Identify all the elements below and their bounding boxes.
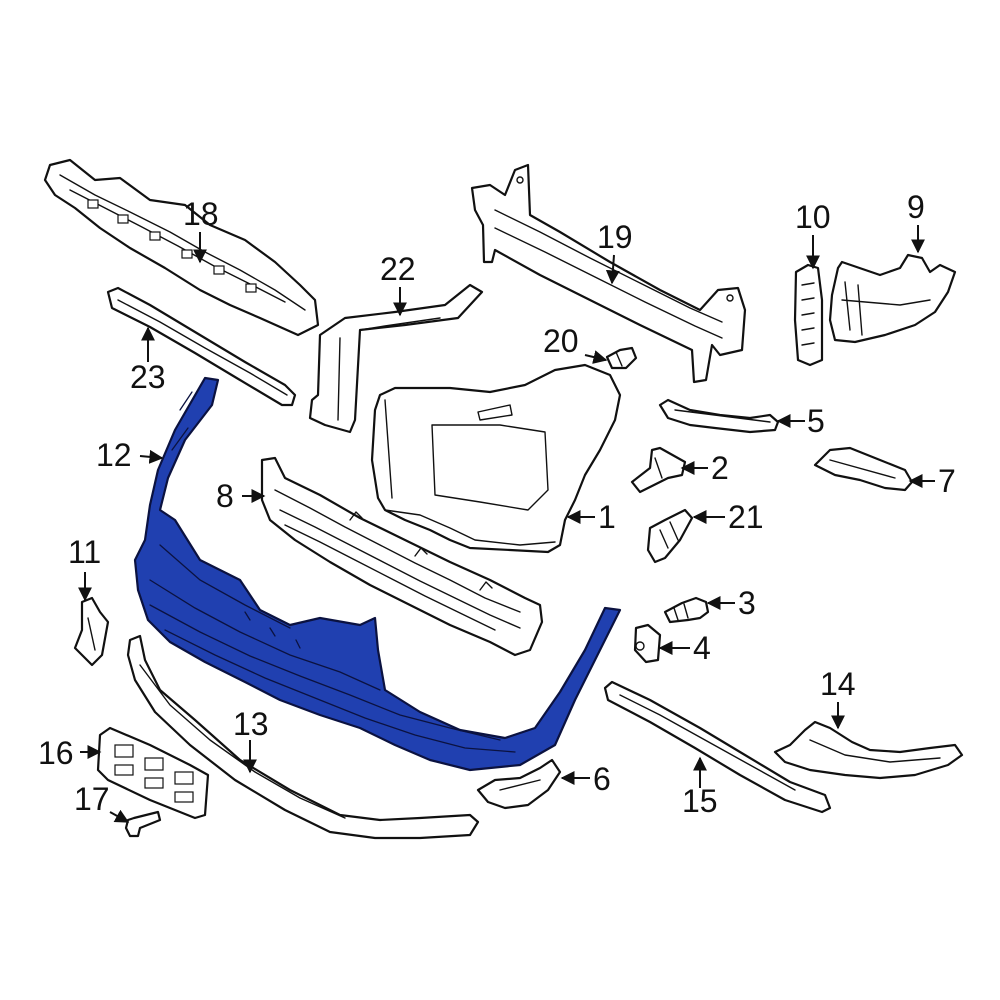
callout-6: 6	[593, 761, 611, 797]
callout-1: 1	[598, 499, 616, 535]
part-21-bracket[interactable]	[646, 508, 694, 564]
part-13-trim-strip[interactable]	[126, 634, 480, 840]
callout-4: 4	[693, 630, 711, 666]
callout-11: 11	[68, 534, 101, 570]
callout-21: 21	[728, 499, 764, 535]
part-8-grille[interactable]	[260, 456, 544, 657]
callout-8: 8	[216, 478, 234, 514]
part-2-bracket[interactable]	[630, 446, 687, 494]
callout-10: 10	[795, 199, 831, 235]
callout-2: 2	[711, 450, 729, 486]
callout-19: 19	[597, 219, 633, 255]
part-6-bracket[interactable]	[476, 758, 562, 810]
part-3-bolt[interactable]	[663, 596, 710, 624]
part-23-absorber-strip[interactable]	[106, 286, 297, 407]
part-16-plate-bracket[interactable]	[96, 726, 210, 820]
callout-18: 18	[183, 196, 219, 232]
callout-17: 17	[74, 781, 110, 817]
part-10-bracket[interactable]	[793, 263, 824, 367]
callout-22: 22	[380, 251, 416, 287]
part-11-bracket[interactable]	[73, 596, 110, 667]
part-20-bolt[interactable]	[605, 346, 638, 370]
part-19-reinforcement[interactable]	[470, 163, 747, 384]
callout-15: 15	[682, 783, 718, 819]
leader-lines	[78, 225, 935, 823]
callout-5: 5	[807, 403, 825, 439]
part-12-lower-support-highlighted[interactable]	[133, 376, 622, 772]
callout-12: 12	[96, 437, 132, 473]
callout-7: 7	[938, 463, 956, 499]
part-7-deflector[interactable]	[813, 446, 914, 492]
callout-3: 3	[738, 585, 756, 621]
part-17-push-pin[interactable]	[124, 810, 162, 838]
part-15-molding[interactable]	[603, 680, 832, 814]
callout-labels: 18 23 22 19 20 10 9 12 8 5 2 7 1 21 3 4 …	[38, 189, 956, 819]
callout-16: 16	[38, 735, 74, 771]
part-14-lower-trim[interactable]	[773, 720, 964, 780]
callout-13: 13	[233, 706, 269, 742]
part-4-nut[interactable]	[633, 623, 662, 664]
part-22-bracket[interactable]	[308, 283, 484, 434]
part-5-bracket[interactable]	[658, 398, 780, 434]
callout-9: 9	[907, 189, 925, 225]
callout-20: 20	[543, 323, 579, 359]
part-18-energy-absorber[interactable]	[43, 158, 320, 337]
part-1-bumper-cover[interactable]	[370, 363, 622, 554]
callout-14: 14	[820, 666, 856, 702]
part-9-deflector[interactable]	[828, 253, 957, 344]
callout-23: 23	[130, 359, 166, 395]
